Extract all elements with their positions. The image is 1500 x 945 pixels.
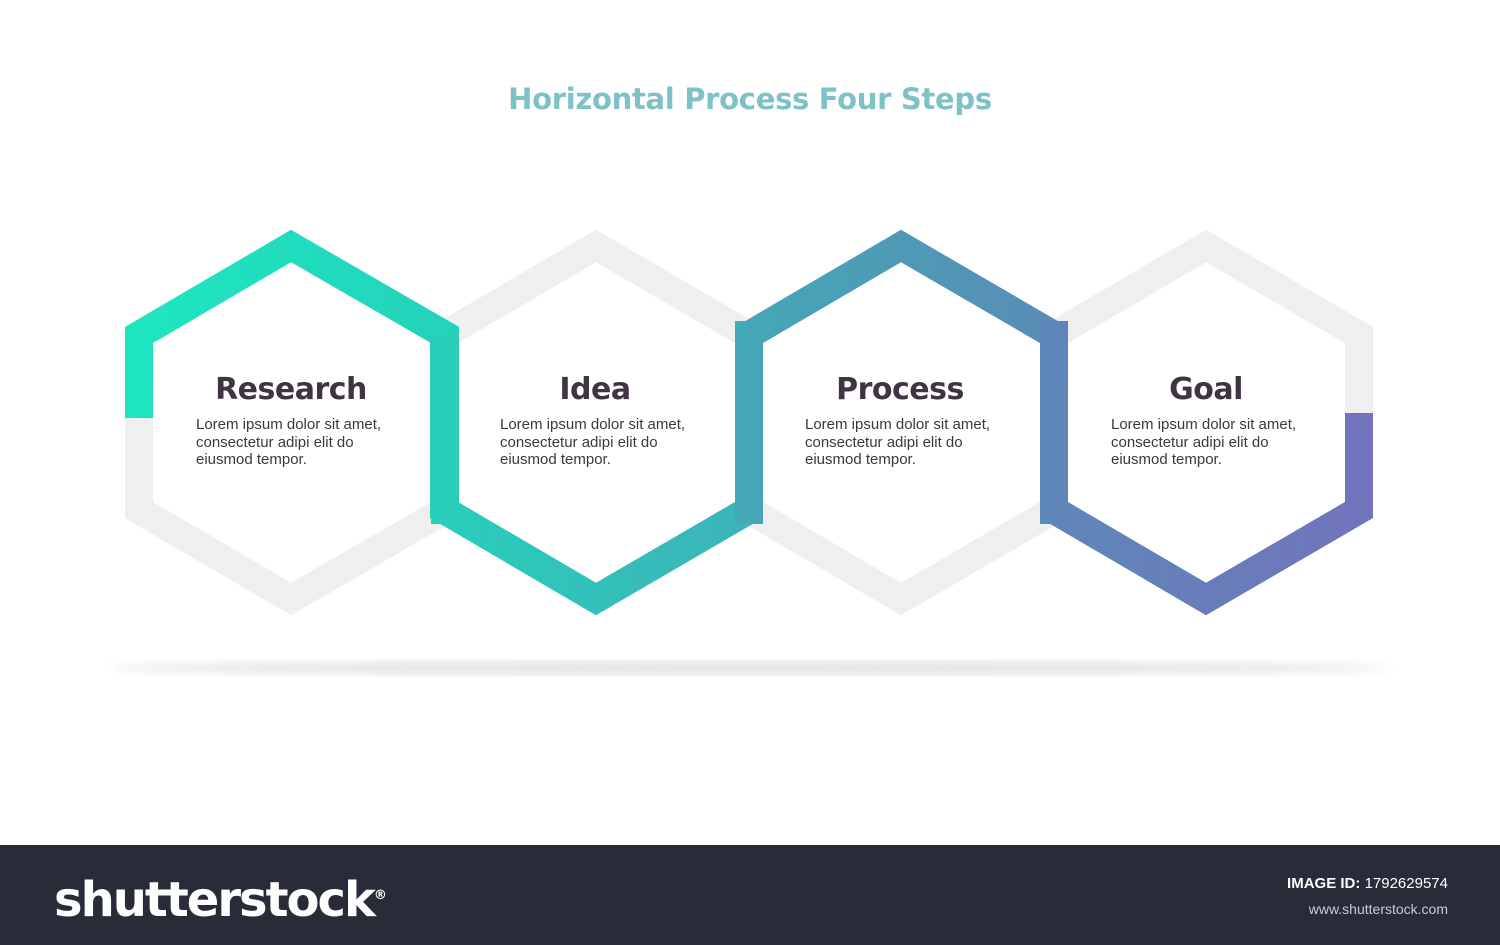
step-title: Process [836,372,964,407]
step-title: Research [215,372,367,407]
hexagon-chain [110,229,1390,675]
step-research: Research Lorem ipsum dolor sit amet, con… [171,372,411,469]
image-id: IMAGE ID: 1792629574 [1287,875,1448,892]
step-description: Lorem ipsum dolor sit amet, consectetur … [196,416,382,468]
step-description: Lorem ipsum dolor sit amet, consectetur … [805,416,991,468]
image-id-label: IMAGE ID: [1287,875,1361,892]
footer-bar: shutterstock® IMAGE ID: 1792629574 www.s… [0,845,1500,945]
hexagon-segment-goal [1040,321,1373,616]
floor-shadow [110,661,1390,675]
registered-mark: ® [373,888,387,903]
brand-name: shutterstock [54,872,376,928]
step-idea: Idea Lorem ipsum dolor sit amet, consect… [475,372,715,469]
diagram-title: Horizontal Process Four Steps [508,82,992,116]
site-url[interactable]: www.shutterstock.com [1308,901,1448,917]
shutterstock-logo[interactable]: shutterstock® [54,869,387,927]
step-title: Idea [559,372,631,407]
image-id-value: 1792629574 [1364,875,1448,892]
step-title: Goal [1169,372,1243,407]
infographic-canvas: Horizontal Process Four Steps [110,82,1390,675]
step-goal: Goal Lorem ipsum dolor sit amet, consect… [1086,372,1326,469]
step-description: Lorem ipsum dolor sit amet, consectetur … [1111,416,1297,468]
step-process: Process Lorem ipsum dolor sit amet, cons… [780,372,1020,469]
step-description: Lorem ipsum dolor sit amet, consectetur … [500,416,686,468]
